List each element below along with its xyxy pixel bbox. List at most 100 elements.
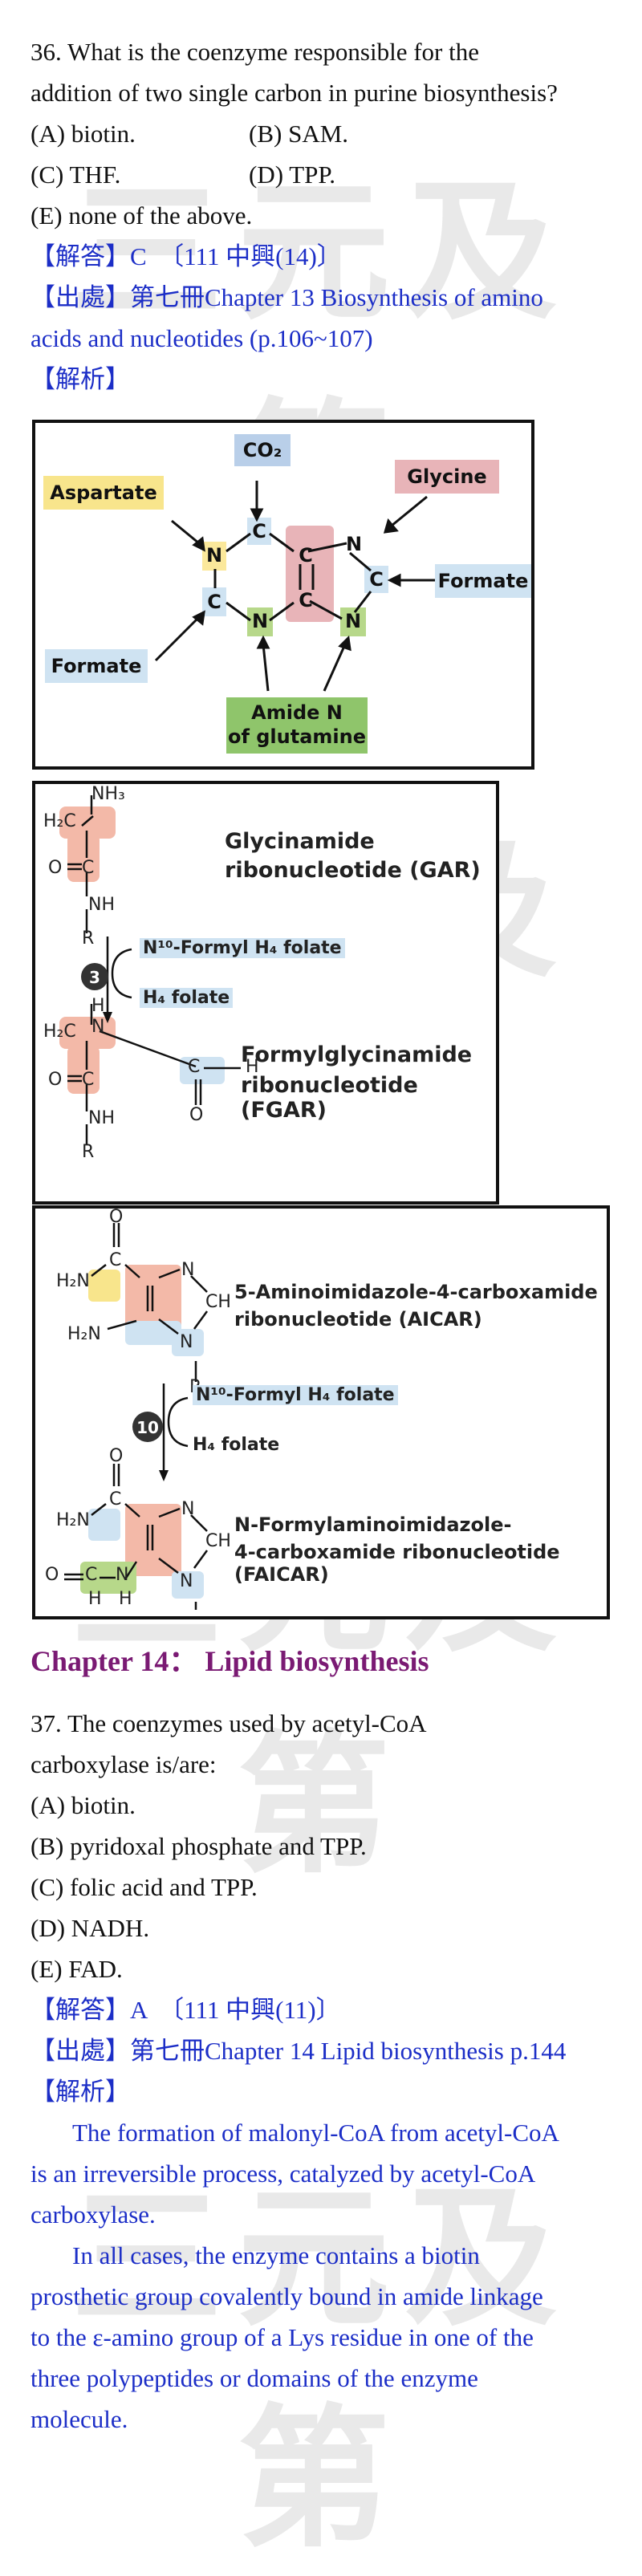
fgar-name-line1: Formylglycinamide	[241, 1042, 473, 1067]
q37-para1-line3: carboxylase.	[30, 2200, 156, 2229]
c-atom: C	[85, 1565, 98, 1585]
o-atom: O	[48, 1070, 63, 1090]
r-group: R	[82, 928, 95, 949]
n-atom: N	[91, 1017, 105, 1037]
gar-name-line1: Glycinamide	[225, 829, 375, 854]
h-atom: H	[88, 1589, 102, 1609]
faicar-name-line2: 4-carboxamide ribonucleotide (FAICAR)	[234, 1541, 560, 1586]
q37-para2-line5: molecule.	[30, 2405, 128, 2433]
aicar-name-line1: 5-Aminoimidazole-4-carboxamide	[234, 1281, 598, 1303]
q37-para1-line1: The formation of malonyl-CoA from acetyl…	[72, 2119, 559, 2147]
q36-option-b: (B) SAM.	[249, 120, 349, 148]
aicar-name-line2: ribonucleotide (AICAR)	[234, 1308, 482, 1331]
h2c-group: H₂C	[43, 811, 76, 831]
q37-para2-line4: three polypeptides or domains of the enz…	[30, 2364, 478, 2392]
q37-para2-line2: prosthetic group covalently bound in ami…	[30, 2282, 543, 2310]
ch-group: CH	[205, 1531, 231, 1551]
q37-para1-line2: is an irreversible process, catalyzed by…	[30, 2160, 536, 2188]
o-atom: O	[109, 1207, 124, 1227]
nh-group: NH	[88, 1108, 115, 1128]
q37-option-e: (E) FAD.	[30, 1955, 123, 1983]
h2n-group: H₂N	[56, 1271, 90, 1291]
gar-to-fgar-figure: NH₃ H₂C O C NH R 3 N¹⁰-Formyl H₄ folate …	[32, 781, 499, 1205]
q36-analysis-label: 【解析】	[30, 365, 130, 393]
formate-right-label: Formate	[435, 564, 531, 598]
glycine-label: Glycine	[395, 460, 499, 494]
ch-group: CH	[205, 1292, 231, 1312]
h-atom: H	[91, 996, 105, 1016]
q37-option-c: (C) folic acid and TPP.	[30, 1873, 258, 1901]
q36-source-line1: 【出處】第七冊Chapter 13 Biosynthesis of amino	[30, 283, 543, 311]
amide-n-line1: Amide N	[251, 701, 343, 724]
atom-c5: C	[299, 544, 313, 567]
formate-left-label: Formate	[45, 649, 148, 683]
amide-n-line2: of glutamine	[227, 725, 367, 748]
aicar-cofactor-out: H₄ folate	[193, 1435, 280, 1455]
q36-source-line2: acids and nucleotides (p.106~107)	[30, 324, 373, 352]
o-atom: O	[109, 1446, 124, 1466]
atom-c4: C	[299, 589, 313, 611]
h2c-group: H₂C	[43, 1022, 76, 1042]
aspartate-label: Aspartate	[43, 476, 164, 510]
o-atom: O	[189, 1105, 204, 1125]
atom-n1: N	[205, 544, 223, 567]
atom-c6: C	[252, 520, 266, 542]
q37-text-line2: carboxylase is/are:	[30, 1750, 217, 1778]
purine-origin-figure: N C C N C C N C N CO₂ Aspartate Glycine …	[32, 420, 534, 770]
gar-name-line2: ribonucleotide (GAR)	[225, 858, 481, 883]
faicar-name-line1: N-Formylaminoimidazole-	[234, 1514, 512, 1536]
q36-option-e: (E) none of the above.	[30, 201, 253, 230]
aicar-cofactor-in: N¹⁰-Formyl H₄ folate	[193, 1385, 398, 1405]
q37-text-line1: 37. The coenzymes used by acetyl-CoA	[30, 1709, 427, 1737]
atom-c2: C	[207, 591, 221, 613]
q36-option-d: (D) TPP.	[249, 160, 335, 189]
atom-n7: N	[345, 533, 363, 555]
co2-label: CO₂	[234, 434, 291, 466]
step-3-badge: 3	[89, 968, 100, 987]
nh-group: NH	[88, 895, 115, 915]
gar-cofactor-in: N¹⁰-Formyl H₄ folate	[140, 938, 345, 958]
q36-answer: 【解答】C 〔111 中興(14)〕	[30, 242, 342, 270]
q37-para2-line1: In all cases, the enzyme contains a biot…	[72, 2241, 480, 2269]
gar-cofactor-out: H₄ folate	[140, 988, 234, 1008]
atom-n3: N	[251, 610, 269, 632]
n-atom: N	[180, 1332, 193, 1352]
n-atom: N	[180, 1571, 193, 1591]
q37-source: 【出處】第七冊Chapter 14 Lipid biosynthesis p.1…	[30, 2037, 567, 2065]
q37-option-a: (A) biotin.	[30, 1791, 136, 1819]
aicar-reaction-diagram	[64, 1223, 209, 1610]
n-atom: N	[116, 1565, 129, 1585]
h2n-group: H₂N	[56, 1510, 90, 1530]
o-atom: O	[48, 858, 63, 878]
c-atom: C	[188, 1057, 201, 1077]
c-atom: C	[82, 858, 95, 878]
n-atom: N	[181, 1499, 195, 1519]
aicar-to-faicar-figure: O C H₂N N CH H₂N N R 10 N¹⁰-Formyl H₄ fo…	[32, 1205, 610, 1619]
o-atom: O	[45, 1565, 59, 1585]
gar-reaction-diagram	[59, 795, 241, 1145]
q36-text-line2: addition of two single carbon in purine …	[30, 79, 558, 107]
q37-answer: 【解答】A 〔111 中興(11)〕	[30, 1996, 341, 2024]
q37-option-d: (D) NADH.	[30, 1914, 150, 1942]
chapter-14-heading: Chapter 14： Lipid biosynthesis	[30, 1645, 429, 1677]
r-group: R	[82, 1142, 95, 1162]
q36-option-a: (A) biotin.	[30, 120, 136, 148]
h-atom: H	[119, 1589, 132, 1609]
q37-analysis-label: 【解析】	[30, 2078, 130, 2106]
h2n-group: H₂N	[67, 1324, 101, 1344]
amide-n-label: Amide N of glutamine	[226, 697, 368, 754]
fgar-name-line2: ribonucleotide (FGAR)	[241, 1073, 418, 1123]
purine-ring-diagram	[154, 481, 469, 692]
h-atom: H	[246, 1057, 259, 1077]
n-atom: N	[181, 1260, 195, 1280]
q37-para2-line3: to the ε-amino group of a Lys residue in…	[30, 2323, 534, 2351]
c-atom: C	[109, 1250, 122, 1270]
atom-n9: N	[344, 610, 362, 632]
step-10-badge: 10	[136, 1418, 159, 1437]
c-atom: C	[82, 1070, 95, 1090]
atom-c8: C	[369, 568, 384, 591]
q36-text-line1: 36. What is the coenzyme responsible for…	[30, 38, 479, 66]
nh3-group: NH₃	[91, 784, 125, 804]
q37-option-b: (B) pyridoxal phosphate and TPP.	[30, 1832, 367, 1860]
c-atom: C	[109, 1489, 122, 1509]
